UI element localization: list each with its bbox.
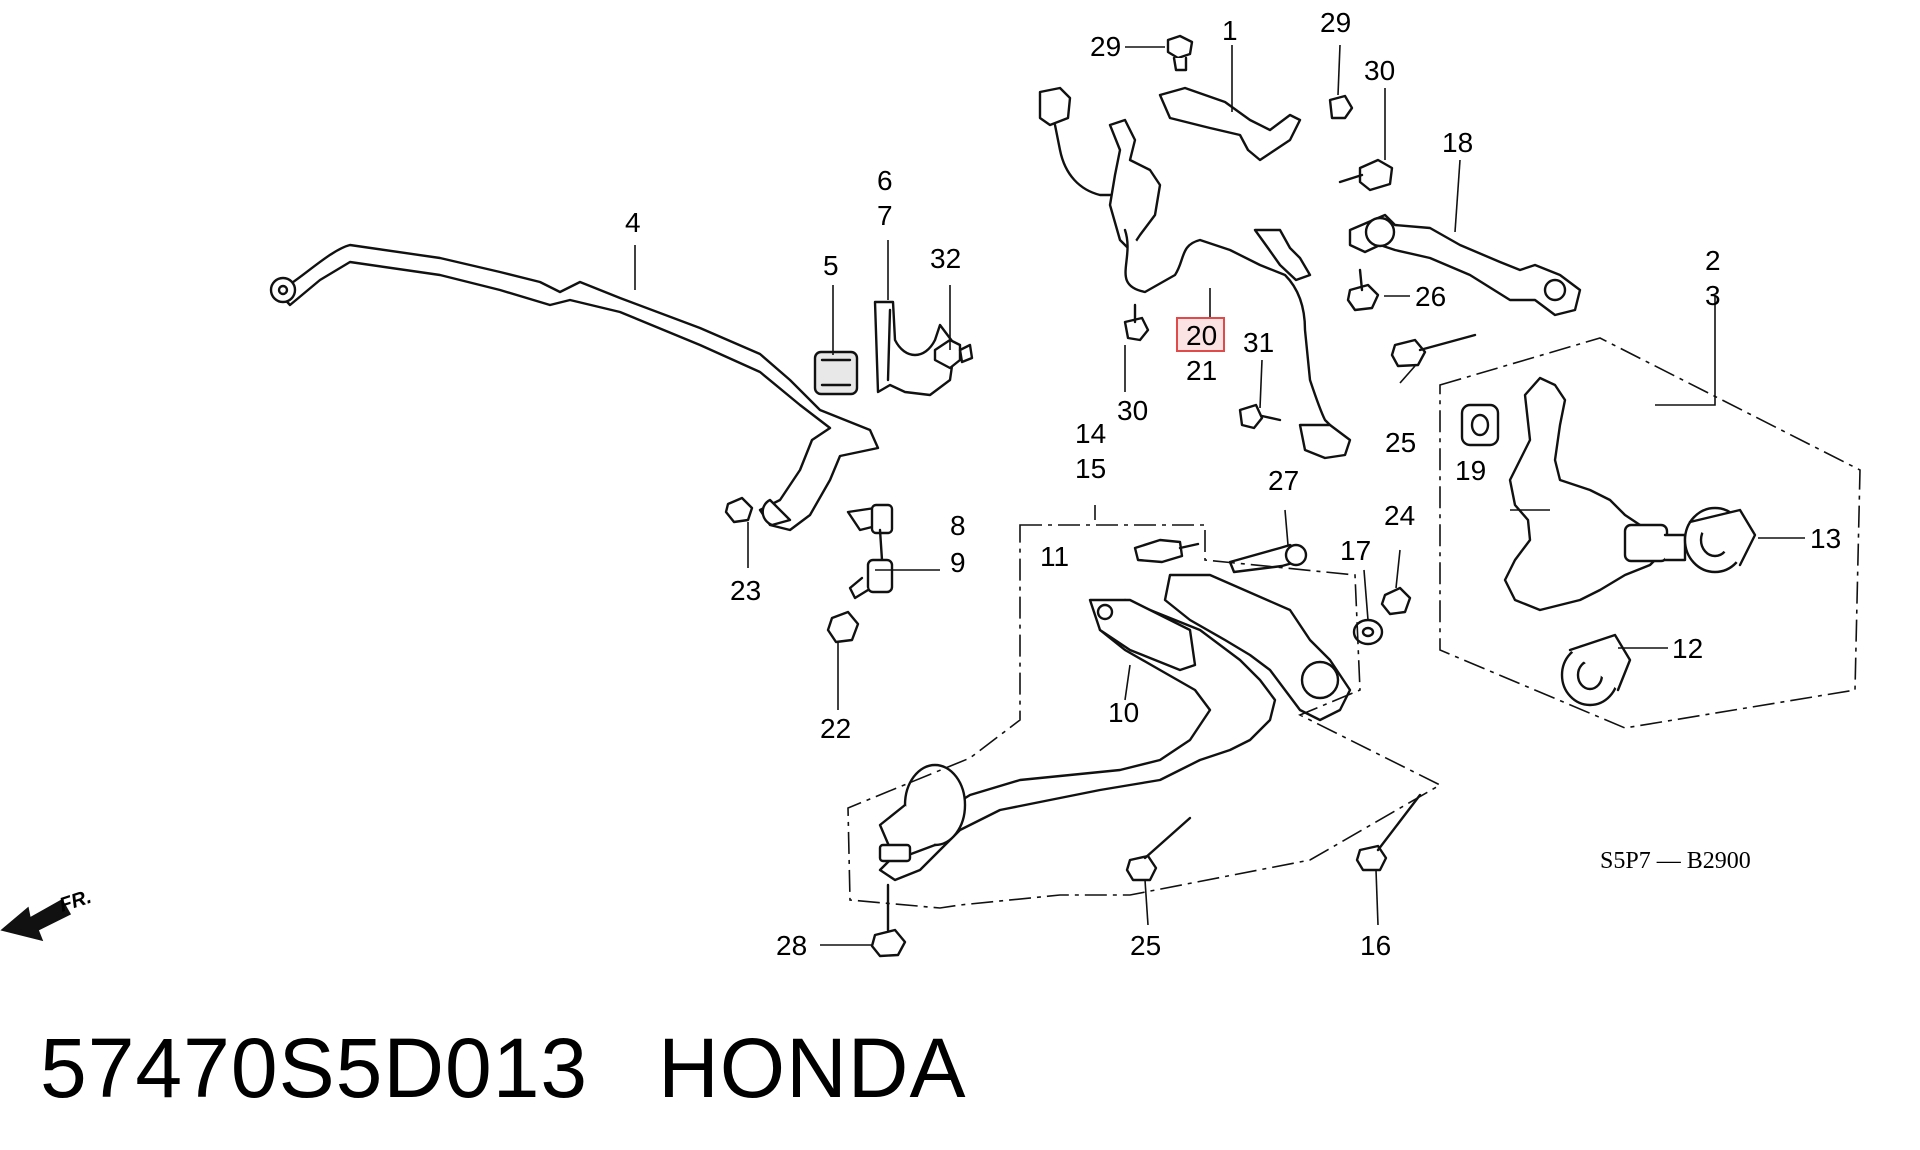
brand-name: HONDA: [658, 1021, 967, 1115]
label-7: 7: [877, 200, 893, 231]
stabilizer-bar: [269, 243, 880, 532]
label-14: 14: [1075, 418, 1106, 449]
label-3: 3: [1705, 280, 1721, 311]
nut-22: [826, 610, 860, 644]
label-27: 27: [1268, 465, 1299, 496]
stabilizer-bushing: [813, 350, 859, 396]
label-30a: 30: [1364, 55, 1395, 86]
clip-29a: [1166, 34, 1194, 72]
front-direction-arrow-icon: FR.: [0, 886, 94, 942]
abs-sensor-harness: [1038, 86, 1352, 460]
knuckle-group-outline: [1439, 337, 1861, 729]
diagram-reference-code: S5P7 — B2900: [1600, 848, 1751, 874]
bolt-25a: [1390, 333, 1477, 368]
label-24: 24: [1384, 500, 1415, 531]
label-10: 10: [1108, 697, 1139, 728]
bolt-30b: [1123, 303, 1150, 342]
bolt-25b: [1125, 816, 1192, 882]
lower-arm-group-outline: [847, 524, 1442, 909]
stabilizer-link: [846, 503, 894, 600]
label-25b: 25: [1130, 930, 1161, 961]
nut-23: [724, 496, 754, 524]
label-29a: 29: [1090, 31, 1121, 62]
nut-24: [1380, 586, 1412, 616]
bolt-28: [870, 883, 907, 958]
label-17: 17: [1340, 535, 1371, 566]
bolt-26: [1346, 268, 1380, 312]
bushing-13: [1683, 506, 1757, 574]
label-9: 9: [950, 547, 966, 578]
footer: 57470S5D013 HONDA: [40, 1020, 967, 1117]
part-labels: 29 1 29 30 18 2 3 4 6 7 5 32 20 21 30 31…: [625, 7, 1841, 961]
label-31: 31: [1243, 327, 1274, 358]
label-1: 1: [1222, 15, 1238, 46]
label-29b: 29: [1320, 7, 1351, 38]
label-30b: 30: [1117, 395, 1148, 426]
label-4: 4: [625, 207, 641, 238]
label-12: 12: [1672, 633, 1703, 664]
label-5: 5: [823, 250, 839, 281]
lower-arm-14: [878, 573, 1352, 882]
leader-lines: [634, 44, 1805, 946]
sensor-bracket-1: [1158, 86, 1302, 162]
bushing-12: [1560, 633, 1632, 707]
bolt-11: [1133, 538, 1200, 564]
label-25a: 25: [1385, 427, 1416, 458]
label-8: 8: [950, 510, 966, 541]
knuckle-2: [1503, 376, 1687, 612]
label-15: 15: [1075, 453, 1106, 484]
label-22: 22: [820, 713, 851, 744]
clip-29b: [1328, 94, 1354, 120]
upper-arm-18: [1348, 213, 1582, 317]
label-23: 23: [730, 575, 761, 606]
part-number: 57470S5D013: [40, 1021, 589, 1115]
label-16: 16: [1360, 930, 1391, 961]
bolt-16: [1355, 793, 1422, 872]
label-13: 13: [1810, 523, 1841, 554]
label-32: 32: [930, 243, 961, 274]
label-2: 2: [1705, 245, 1721, 276]
arm-bracket-10: [1088, 598, 1197, 672]
label-20: 20: [1186, 320, 1217, 351]
stabilizer-holder: [873, 300, 957, 397]
bolt-30a: [1338, 158, 1394, 192]
bolt-31: [1238, 403, 1282, 430]
label-6: 6: [877, 165, 893, 196]
bolt-32: [933, 338, 974, 370]
label-18: 18: [1442, 127, 1473, 158]
label-28: 28: [776, 930, 807, 961]
label-19: 19: [1455, 455, 1486, 486]
bolt-27: [1228, 543, 1308, 574]
highlight-box: [1176, 317, 1225, 352]
bushing-19: [1460, 403, 1500, 447]
label-11: 11: [1040, 541, 1069, 572]
label-26: 26: [1415, 281, 1446, 312]
label-21: 21: [1186, 355, 1217, 386]
front-direction-label: FR.: [57, 886, 94, 917]
arm-bushing-left: [878, 763, 967, 863]
